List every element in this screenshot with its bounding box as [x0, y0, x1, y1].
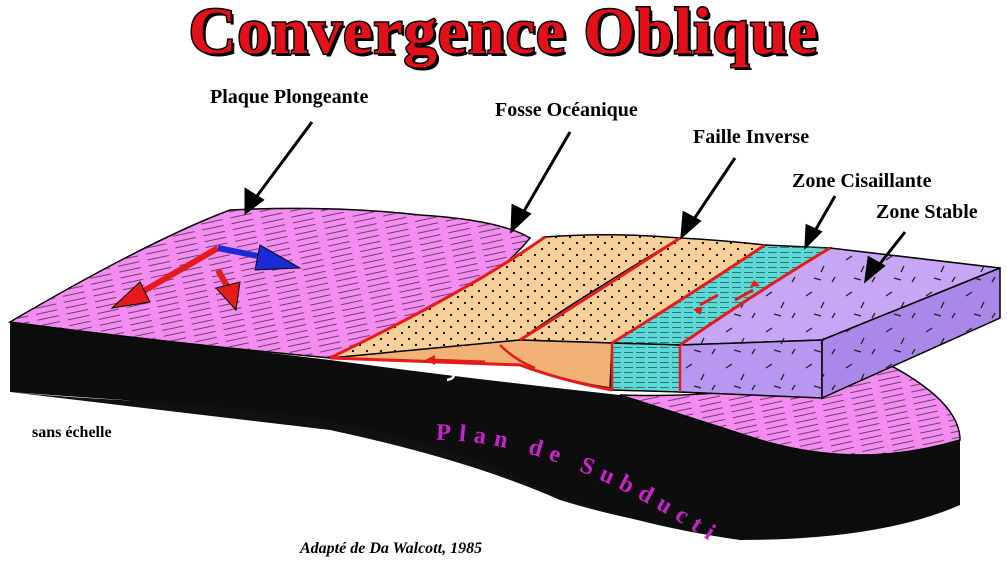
label-fosse-oceanique: Fosse Océanique — [495, 99, 638, 121]
fault-line-inverse — [519, 236, 681, 342]
source-credit: Adapté de Da Walcott, 1985 — [300, 540, 483, 557]
label-scale-note: sans échelle — [32, 424, 112, 441]
fault-line-shear-right — [679, 246, 831, 347]
red-arrow-motion — [133, 245, 220, 299]
fault-line-shear-left — [611, 243, 766, 345]
label-plaque-plongeante: Plaque Plongeante — [210, 86, 369, 108]
label-zone-stable: Zone Stable — [876, 201, 978, 223]
fault-line-trench — [329, 235, 546, 360]
label-zone-cisaillante: Zone Cisaillante — [792, 170, 932, 192]
page-title: Convergence Oblique — [187, 0, 819, 70]
label-faille-inverse: Faille Inverse — [693, 126, 810, 148]
